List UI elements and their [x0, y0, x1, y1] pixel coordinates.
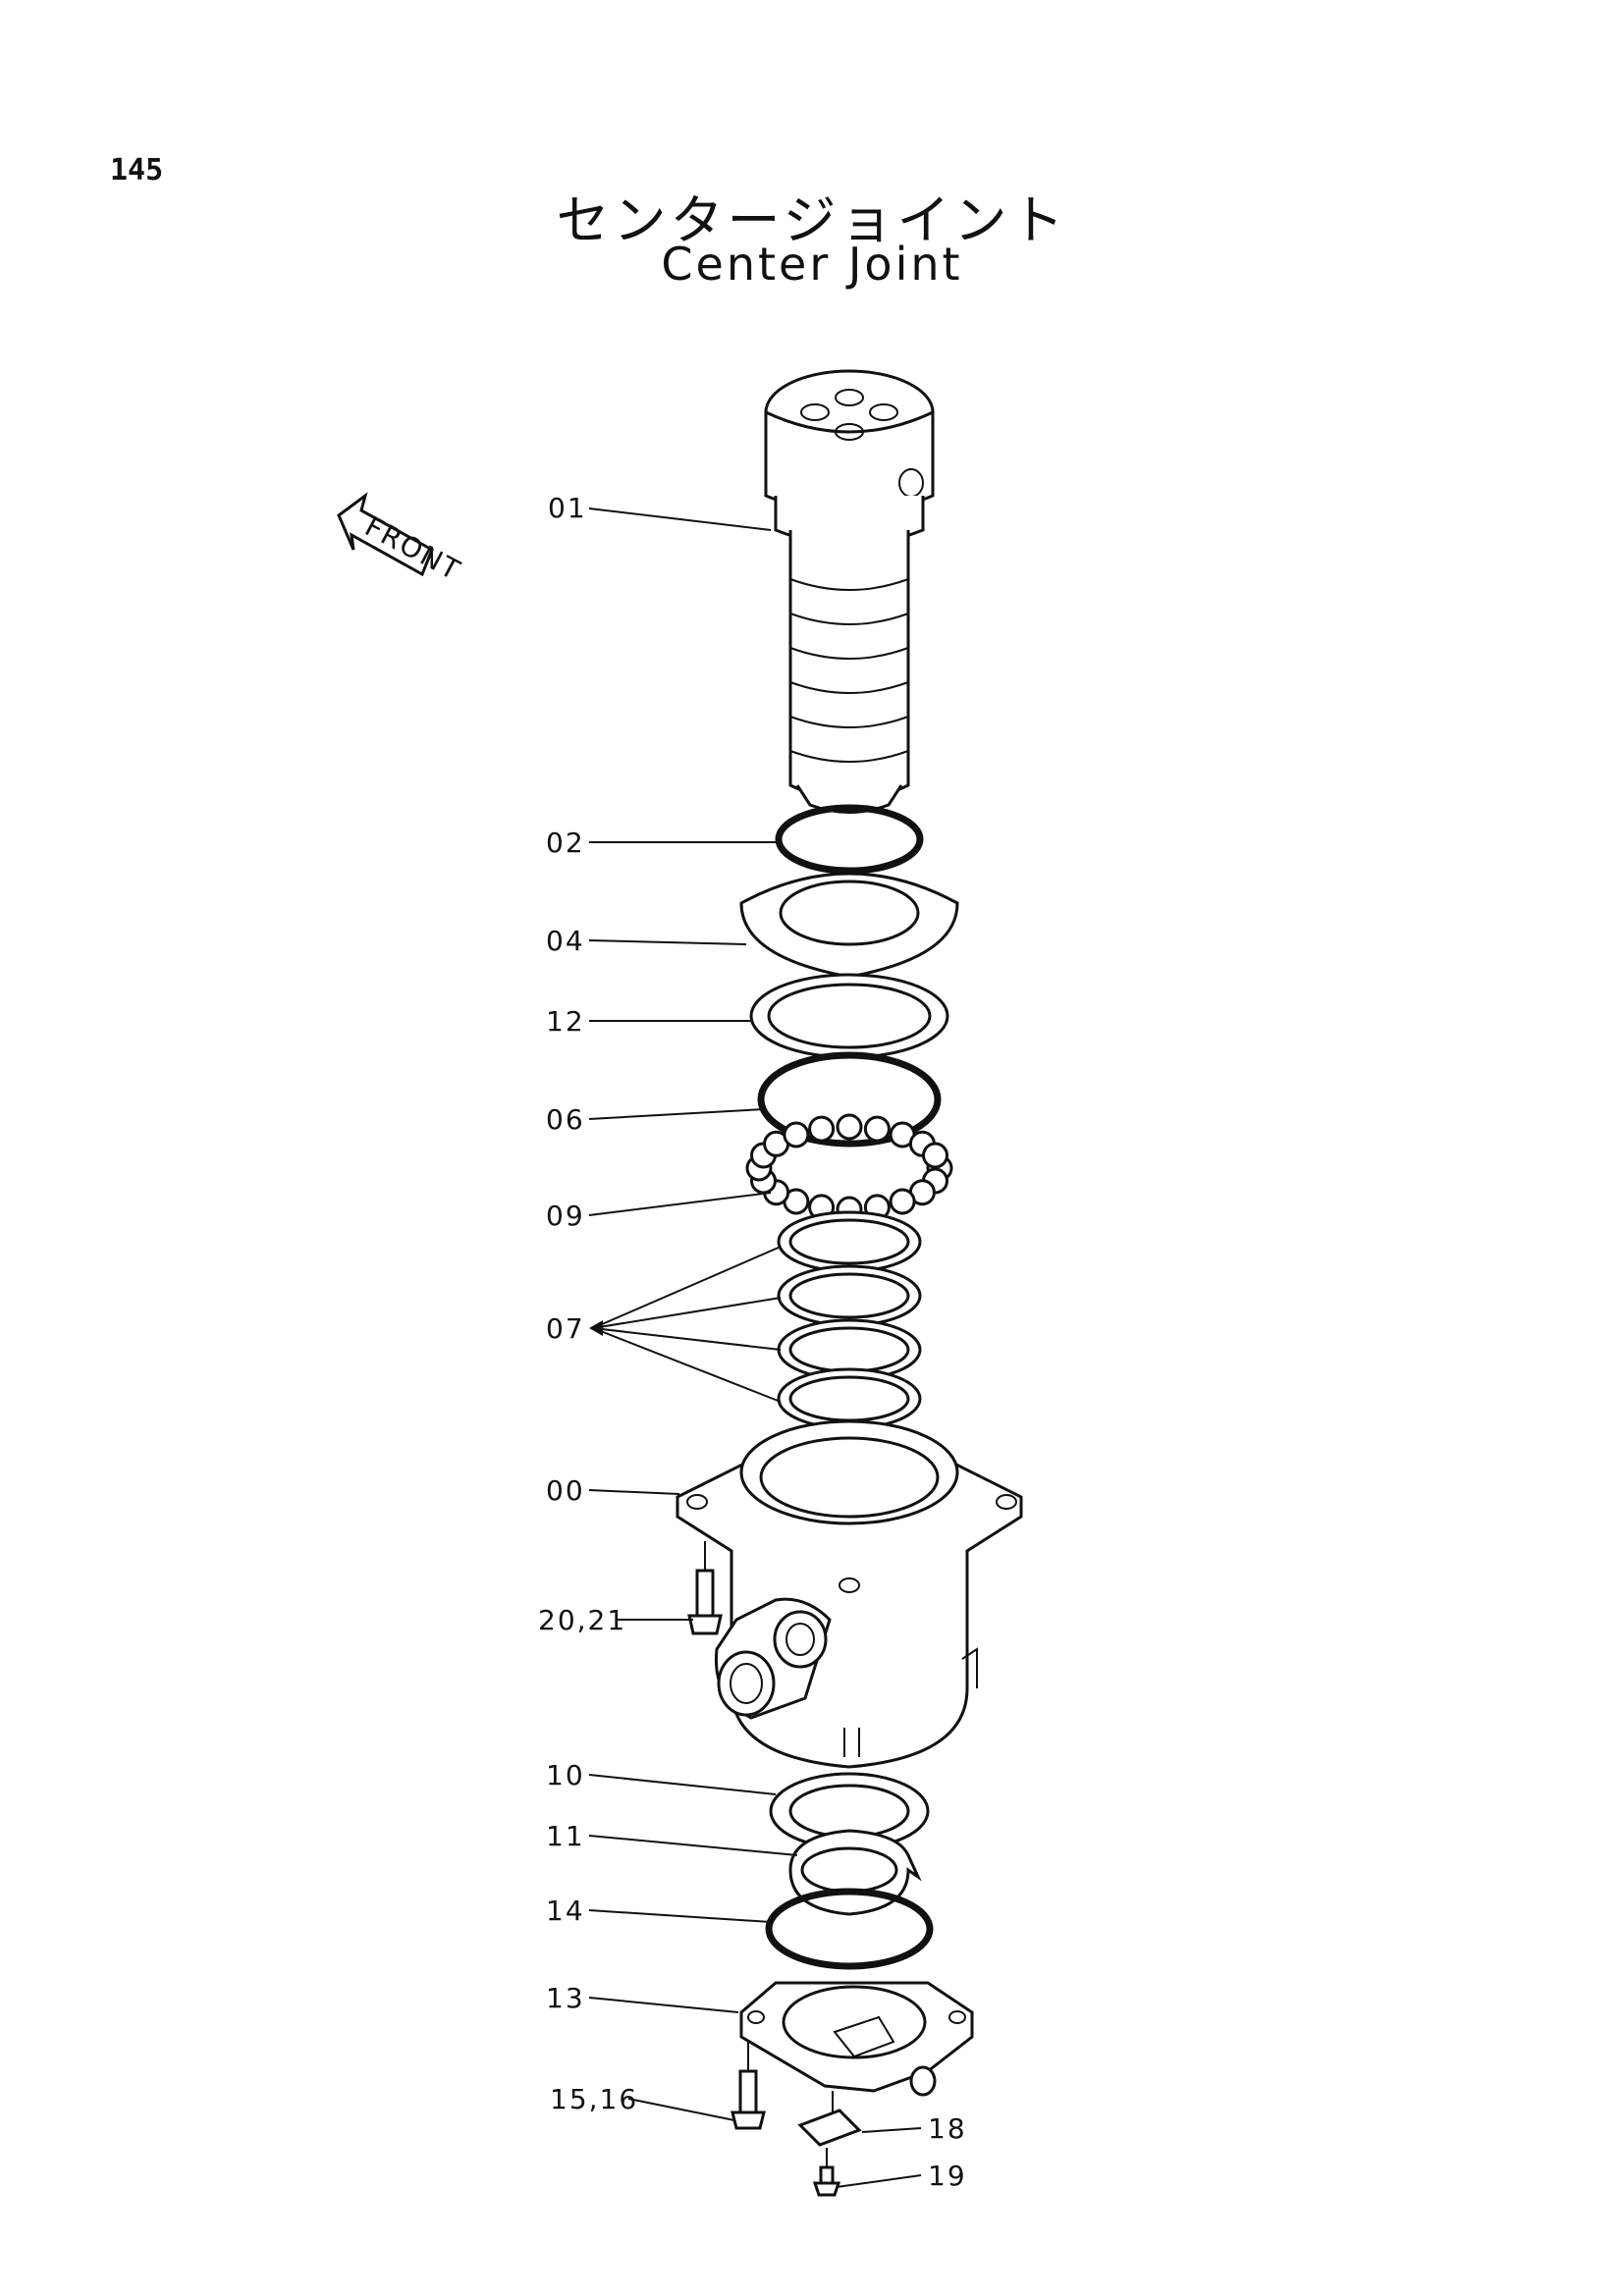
bearing-ball	[783, 1121, 810, 1148]
front-arrow-icon: FRONT	[337, 492, 466, 587]
bearing-ball	[808, 1115, 836, 1143]
part-15-16-bolt	[731, 2042, 766, 2130]
part-01-spindle	[764, 369, 935, 814]
leader-lines	[588, 507, 922, 2188]
part-07-seal-rings	[777, 1210, 922, 1430]
title-english: Center Joint	[661, 238, 963, 291]
bearing-ball	[889, 1188, 916, 1215]
callout-15-16: 15,16	[550, 2083, 638, 2115]
part-00-body	[676, 1419, 1023, 1769]
title-japanese: センタージョイント	[556, 189, 1068, 251]
callout-12: 12	[546, 1005, 585, 1038]
callout-10: 10	[546, 1759, 585, 1791]
callout-09: 09	[546, 1200, 585, 1232]
part-12-ring	[749, 973, 949, 1059]
callout-04: 04	[546, 925, 585, 957]
callout-11: 11	[546, 1820, 585, 1852]
callout-06: 06	[546, 1103, 585, 1136]
part-18-plate	[797, 2091, 862, 2147]
callout-19: 19	[928, 2160, 967, 2192]
callout-14: 14	[546, 1895, 585, 1927]
part-14-oring	[765, 1888, 934, 1970]
callout-13: 13	[546, 1982, 585, 2014]
callout-07: 07	[546, 1312, 585, 1345]
callout-01: 01	[548, 492, 587, 524]
part-13-cover	[739, 1981, 974, 2097]
part-20-21-bolt	[687, 1541, 723, 1635]
part-19-screw	[812, 2148, 841, 2197]
part-04-plate	[739, 872, 959, 979]
part-02-oring	[775, 804, 924, 875]
callout-18: 18	[928, 2112, 967, 2145]
part-06-oring	[757, 1051, 942, 1148]
callout-00: 00	[546, 1474, 585, 1507]
bearing-ball	[863, 1115, 891, 1143]
page-number: 145	[110, 153, 164, 187]
bearing-ball	[922, 1142, 948, 1169]
callout-20-21: 20,21	[538, 1604, 626, 1636]
callout-02: 02	[546, 827, 585, 859]
bearing-ball	[836, 1113, 863, 1141]
part-09-ball-bearing	[745, 1113, 953, 1223]
